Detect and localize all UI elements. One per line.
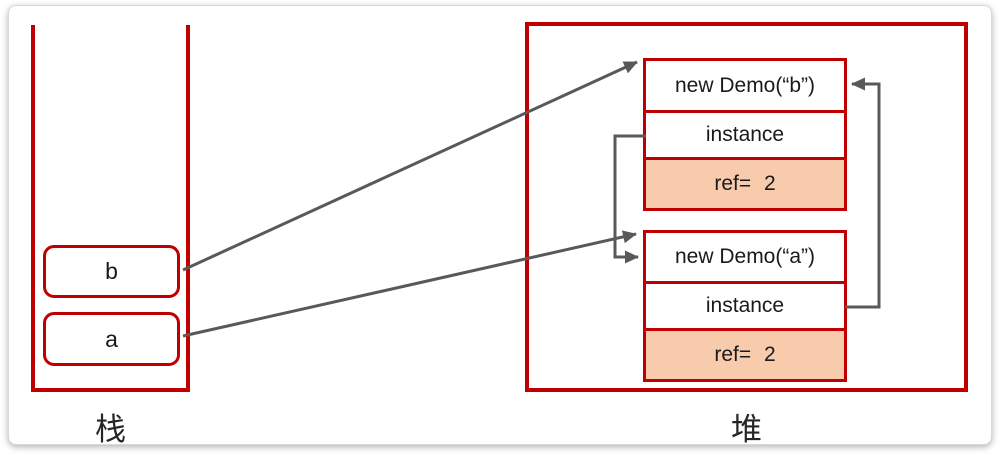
stack-var-b-label: b (105, 258, 118, 284)
stack-var-b: b (43, 245, 180, 298)
object-b-instance-field: instance (646, 110, 844, 157)
object-b-ref-count: ref= 2 (646, 157, 844, 208)
object-a-title: new Demo(“a”) (646, 233, 844, 281)
heap-object-demo-b: new Demo(“b”) instance ref= 2 (643, 58, 847, 211)
stack-var-a-label: a (105, 325, 118, 352)
stack-region-label: 栈 (95, 412, 126, 447)
object-a-instance-field: instance (646, 281, 844, 328)
heap-object-demo-a: new Demo(“a”) instance ref= 2 (643, 230, 847, 382)
heap-region-label: 堆 (731, 412, 762, 447)
object-b-title: new Demo(“b”) (646, 61, 844, 110)
object-a-ref-count: ref= 2 (646, 328, 844, 379)
stack-var-a: a (43, 312, 180, 366)
